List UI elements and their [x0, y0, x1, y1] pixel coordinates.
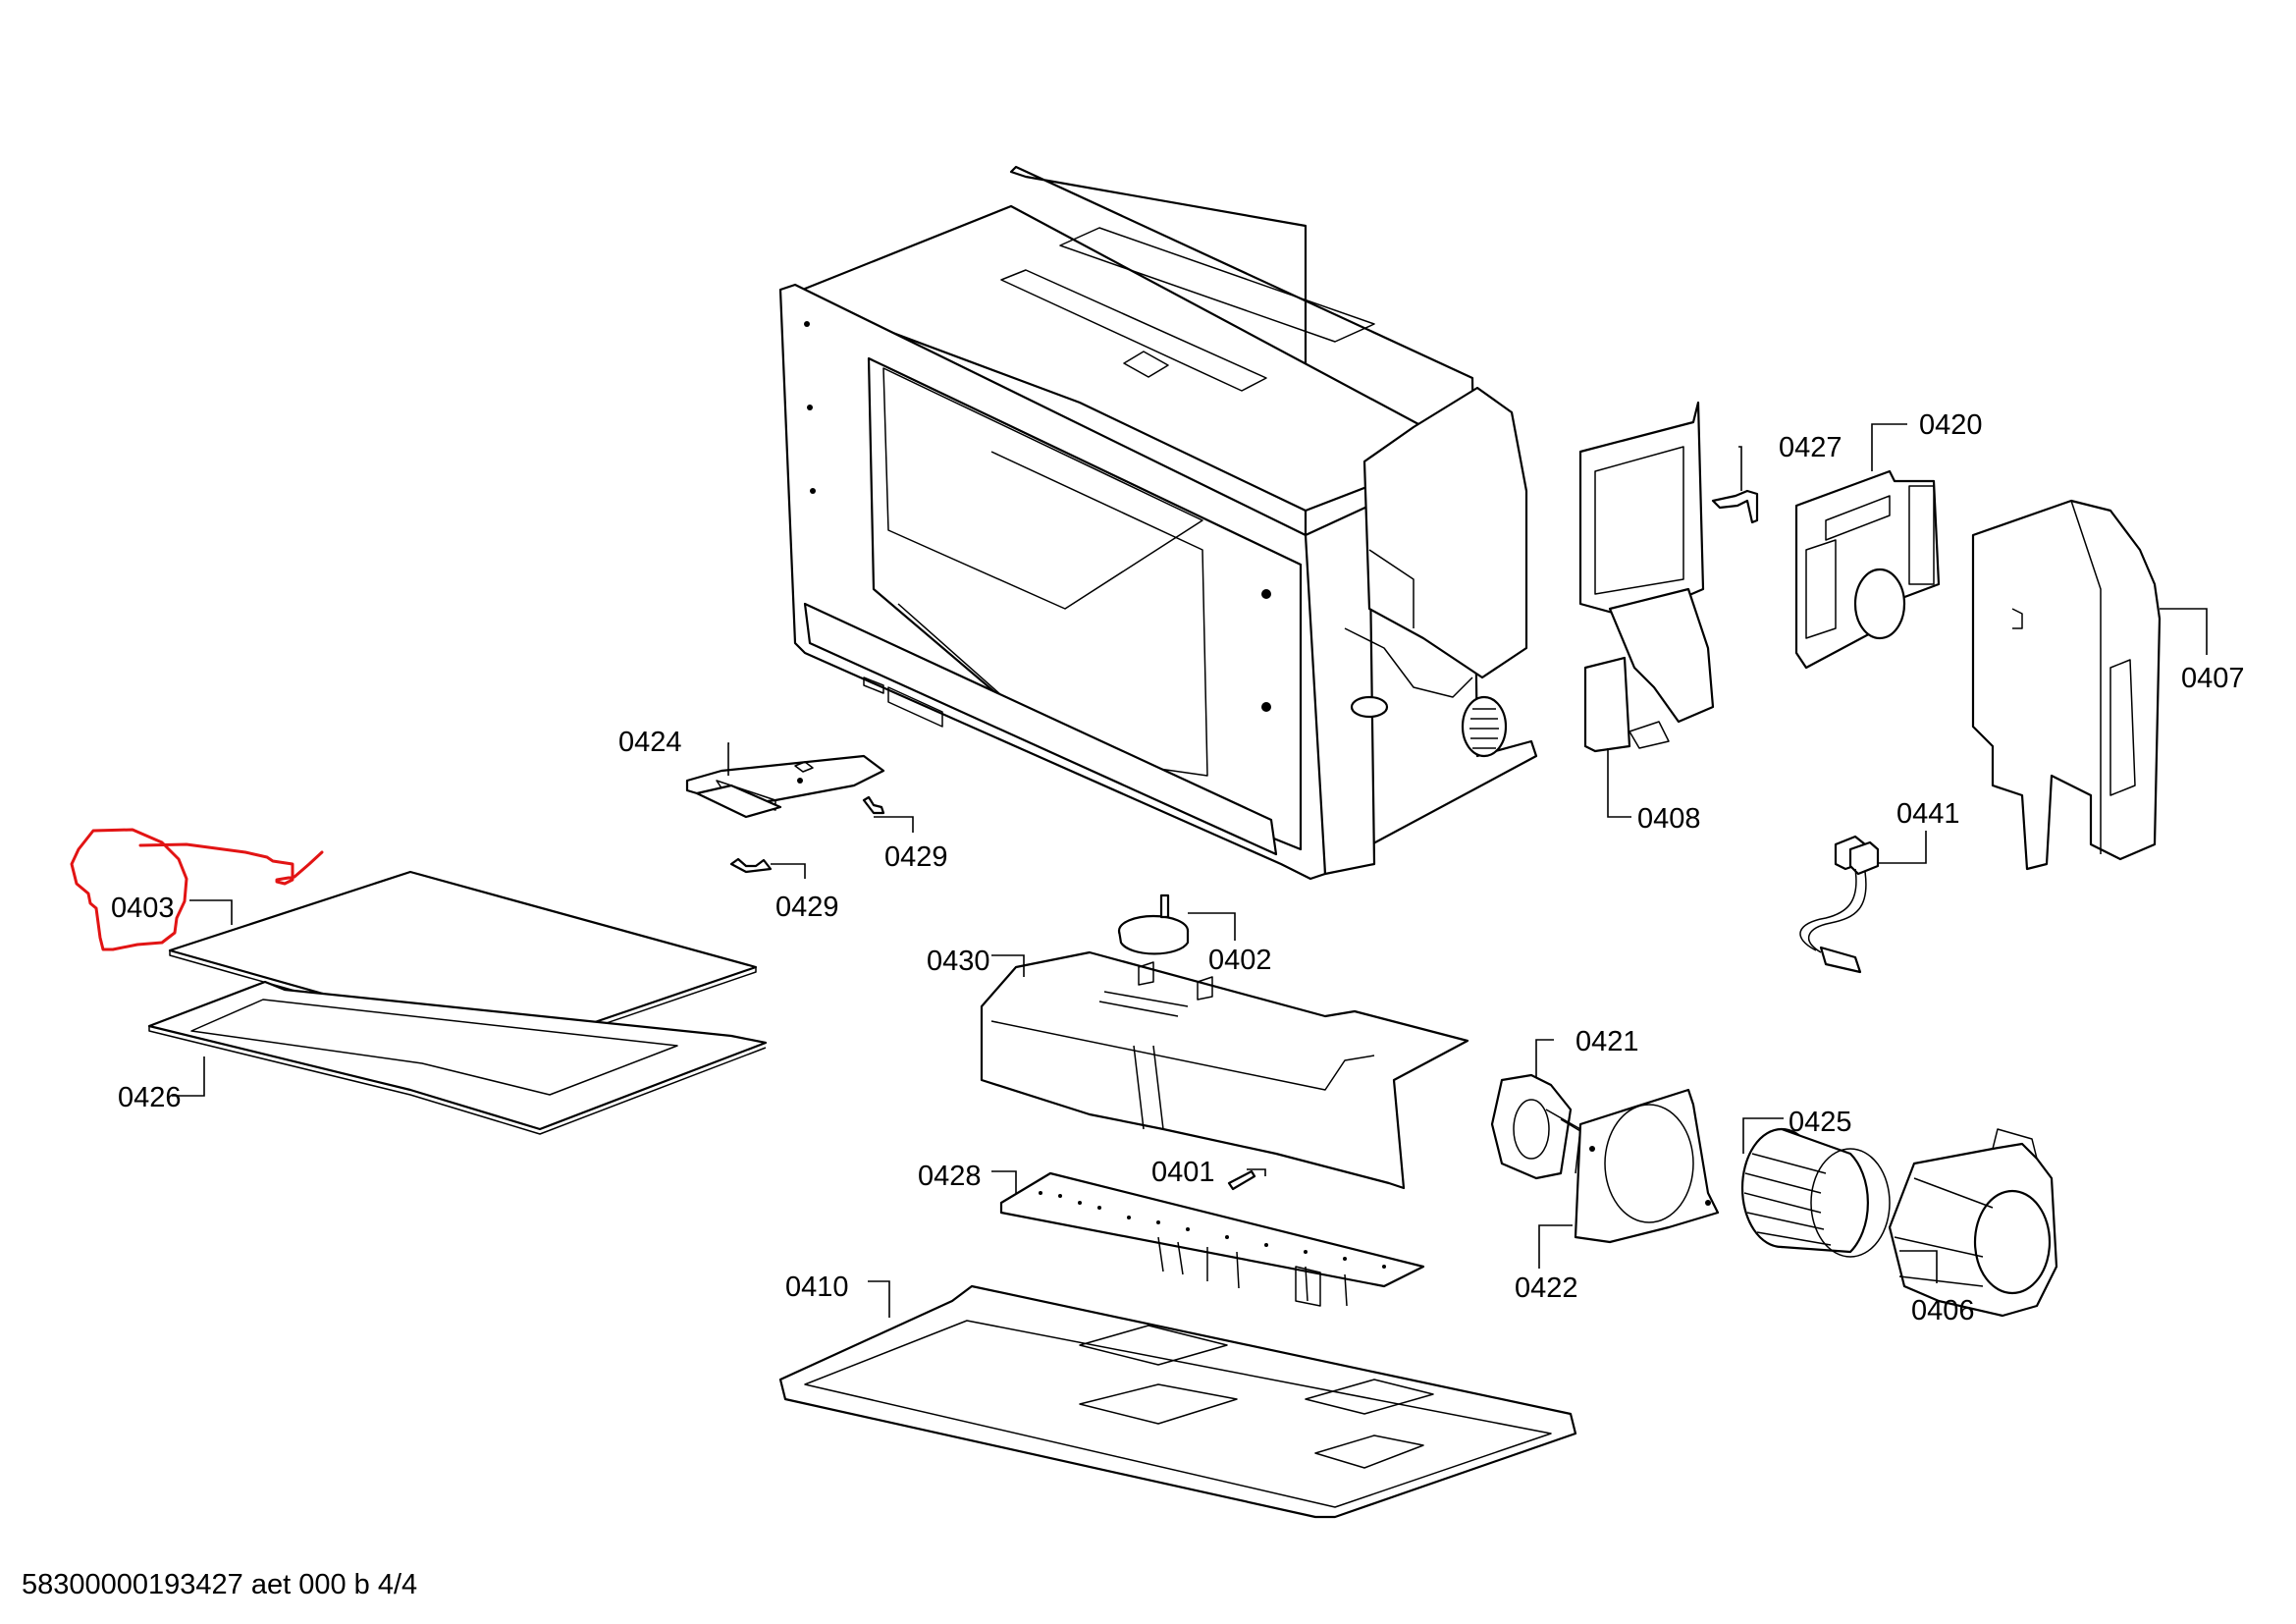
callout-0402: 0402 — [1208, 945, 1272, 976]
markup-arrow — [138, 842, 324, 886]
callout-0410: 0410 — [785, 1272, 849, 1303]
part-0430-cover-housing — [980, 950, 1469, 1190]
leader-0428 — [991, 1170, 1017, 1193]
callout-0407: 0407 — [2181, 663, 2245, 694]
leader-0425 — [1742, 1117, 1784, 1154]
part-0406-fan-housing — [1888, 1128, 2058, 1318]
callout-0429-upper: 0429 — [884, 841, 948, 873]
callout-0401: 0401 — [1151, 1157, 1215, 1188]
part-0420-power-module — [1794, 469, 1941, 670]
part-0441-wiring-harness — [1799, 835, 1880, 974]
part-0429-clip-lower — [729, 857, 773, 874]
part-0425-fan-wheel — [1740, 1127, 1891, 1258]
leader-0424 — [727, 742, 729, 776]
callout-0421: 0421 — [1575, 1026, 1639, 1057]
leader-0408 — [1607, 748, 1631, 818]
part-0422-motor-bracket — [1574, 1088, 1720, 1244]
leader-0421 — [1535, 1039, 1554, 1078]
callout-0429-lower: 0429 — [775, 892, 839, 923]
callout-labels: 0424 0429 0429 0403 0426 0427 0420 0407 … — [111, 409, 2245, 1326]
leader-0403 — [189, 899, 233, 925]
part-0421-fan-motor — [1490, 1073, 1586, 1180]
part-0428-control-board — [999, 1171, 1425, 1307]
part-0429-clip-upper — [862, 795, 885, 815]
leader-0402 — [1188, 912, 1236, 941]
part-0401-fuse — [1227, 1169, 1256, 1191]
part-0402-stirrer-motor — [1117, 893, 1190, 955]
callout-0425: 0425 — [1789, 1107, 1852, 1138]
leader-0441 — [1878, 831, 1927, 864]
leader-0427 — [1738, 446, 1742, 491]
part-0410-base-plate — [778, 1284, 1577, 1519]
part-0424-stirrer-cover — [685, 754, 885, 819]
callout-0428: 0428 — [918, 1161, 982, 1192]
leader-0422 — [1538, 1224, 1573, 1269]
drawing-reference-code: 58300000193427 aet 000 b 4/4 — [22, 1569, 418, 1600]
callout-0406: 0406 — [1911, 1295, 1975, 1326]
callout-0424: 0424 — [618, 727, 682, 758]
part-0407-air-duct — [1971, 499, 2162, 871]
callout-0408: 0408 — [1637, 803, 1701, 835]
callout-0441: 0441 — [1896, 798, 1960, 830]
leader-lines — [172, 423, 2208, 1318]
part-0427-bracket — [1711, 489, 1759, 524]
callout-0403: 0403 — [111, 893, 175, 924]
callout-0427: 0427 — [1779, 432, 1842, 463]
leader-0410 — [868, 1280, 890, 1318]
part-0426-tray-frame — [147, 980, 768, 1135]
markup-circle — [70, 828, 188, 951]
leader-0407 — [2160, 608, 2208, 655]
leader-0429a — [874, 816, 914, 833]
leader-0429b — [771, 863, 806, 879]
leader-0430 — [991, 954, 1025, 977]
callout-0422: 0422 — [1515, 1272, 1578, 1304]
callout-0426: 0426 — [118, 1082, 182, 1113]
callout-0420: 0420 — [1919, 409, 1983, 441]
callout-0430: 0430 — [927, 946, 990, 977]
red-markup-annotation — [70, 828, 324, 951]
leader-0401 — [1247, 1168, 1266, 1176]
part-0408-air-guide — [1578, 401, 1715, 753]
leader-0420 — [1871, 423, 1907, 471]
leader-0406 — [1899, 1250, 1938, 1283]
leader-0426 — [172, 1056, 205, 1097]
oven-cavity-chassis — [778, 165, 1538, 881]
